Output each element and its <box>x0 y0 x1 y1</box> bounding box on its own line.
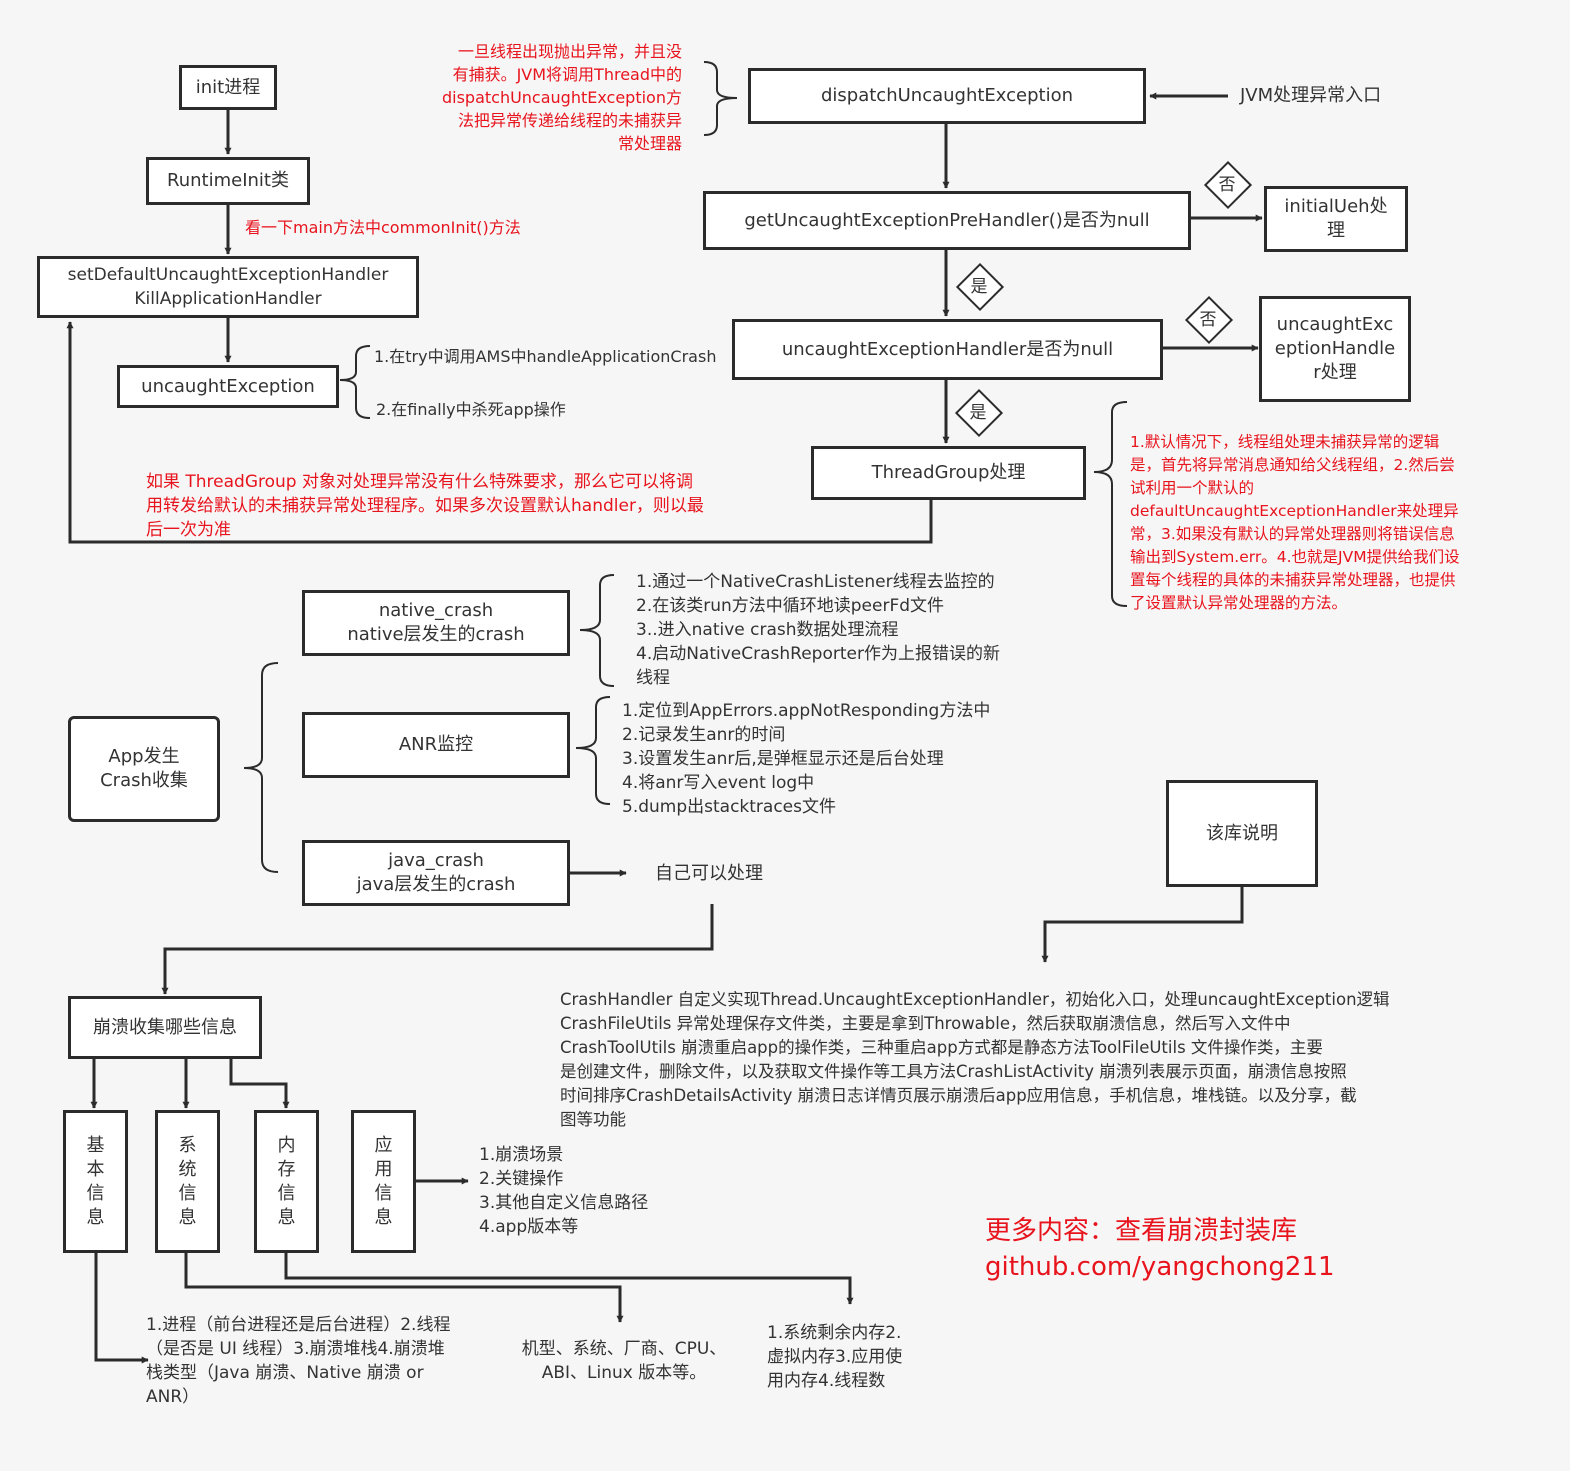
java-crash-box: java_crash java层发生的crash <box>302 840 570 906</box>
default-logic-note: 1.默认情况下，线程组处理未捕获异常的逻辑 是，首先将异常消息通知给父线程组，2… <box>1130 433 1460 612</box>
common-init-note: 看一下main方法中commonInit()方法 <box>245 218 521 237</box>
self-handle-label: 自己可以处理 <box>655 863 763 884</box>
library-desc-box: 该库说明 <box>1166 780 1318 887</box>
native-crash-steps: 1.通过一个NativeCrashListener线程去监控的 2.在该类run… <box>636 572 1000 688</box>
decision-yes-label: 是 <box>970 277 988 297</box>
app-crash-collect-box: App发生 Crash收集 <box>68 716 220 822</box>
init-process-box: init进程 <box>179 65 277 110</box>
library-description-text: CrashHandler 自定义实现Thread.UncaughtExcepti… <box>560 990 1390 1129</box>
system-info-box: 系 统 信 息 <box>155 1110 220 1253</box>
more-content-title: 更多内容：查看崩溃封装库 <box>985 1216 1298 1246</box>
decision-no-label-2: 否 <box>1199 310 1217 330</box>
app-info-list: 1.崩溃场景 2.关键操作 3.其他自定义信息路径 4.app版本等 <box>479 1145 649 1237</box>
try-ams-note: 1.在try中调用AMS中handleApplicationCrash <box>374 347 717 366</box>
dispatch-uncaught-exception-box: dispatchUncaughtException <box>748 68 1146 124</box>
finally-kill-note: 2.在finally中杀死app操作 <box>376 400 566 419</box>
basic-info-box: 基 本 信 息 <box>63 1110 128 1253</box>
get-pre-handler-box: getUncaughtExceptionPreHandler()是否为null <box>703 191 1191 250</box>
jvm-dispatch-note: 一旦线程出现抛出异常，并且没 有捕获。JVM将调用Thread中的 dispat… <box>441 42 682 153</box>
anr-monitor-box: ANR监控 <box>302 712 570 778</box>
github-link[interactable]: github.com/yangchong211 <box>985 1252 1335 1282</box>
handler-process-box: uncaughtExc eptionHandle r处理 <box>1259 296 1411 402</box>
system-info-list: 机型、系统、厂商、CPU、 ABI、Linux 版本等。 <box>521 1339 727 1383</box>
uncaught-exception-box: uncaughtException <box>117 365 339 408</box>
thread-group-box: ThreadGroup处理 <box>811 446 1086 500</box>
thread-group-note: 如果 ThreadGroup 对象对处理异常没有什么特殊要求，那么它可以将调 用… <box>146 472 704 540</box>
decision-yes-label-2: 是 <box>969 403 987 423</box>
initial-ueh-box: initialUeh处 理 <box>1264 186 1408 252</box>
app-info-box: 应 用 信 息 <box>351 1110 416 1253</box>
memory-info-box: 内 存 信 息 <box>254 1110 319 1253</box>
native-crash-box: native_crash native层发生的crash <box>302 590 570 656</box>
anr-steps: 1.定位到AppErrors.appNotResponding方法中 2.记录发… <box>622 701 991 817</box>
handler-null-box: uncaughtExceptionHandler是否为null <box>732 319 1163 380</box>
crash-info-box: 崩溃收集哪些信息 <box>68 996 262 1059</box>
memory-info-list: 1.系统剩余内存2. 虚拟内存3.应用使 用内存4.线程数 <box>767 1323 903 1391</box>
set-default-handler-box: setDefaultUncaughtExceptionHandler KillA… <box>37 256 419 318</box>
runtime-init-box: RuntimeInit类 <box>146 157 310 205</box>
basic-info-list: 1.进程（前台进程还是后台进程）2.线程 （是否是 UI 线程）3.崩溃堆栈4.… <box>146 1315 451 1407</box>
decision-no-label: 否 <box>1218 175 1236 195</box>
jvm-entry-label: JVM处理异常入口 <box>1240 85 1382 106</box>
